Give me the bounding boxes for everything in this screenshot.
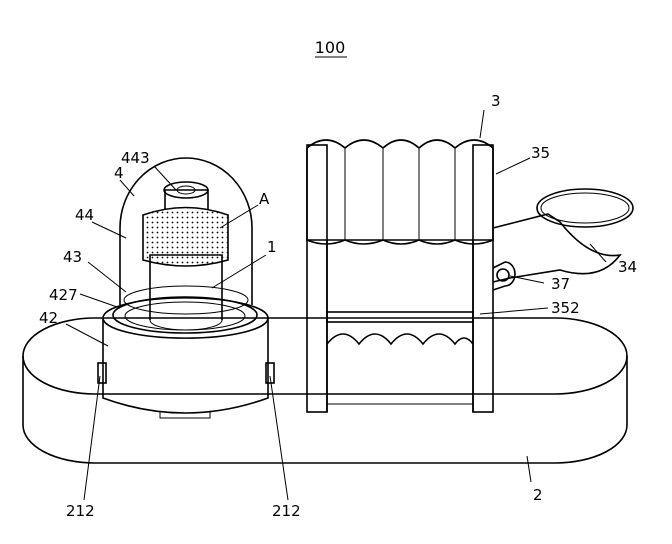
holder: [97, 157, 275, 419]
label-plunger: 1: [267, 238, 277, 256]
label-pivot: 37: [551, 275, 570, 293]
leader-lines: [65, 109, 607, 501]
label-detail: A: [259, 190, 270, 208]
stand-frame: [306, 139, 494, 413]
label-stand: 3: [491, 92, 501, 110]
label-holder: 4: [114, 164, 124, 182]
label-base: 2: [533, 486, 543, 504]
label-cap: 443: [121, 149, 150, 167]
label-clip-right: 212: [272, 502, 301, 520]
label-crossbar: 352: [551, 299, 580, 317]
label-collar: 427: [49, 286, 78, 304]
label-ring: 43: [63, 248, 82, 266]
base-plate: [22, 317, 628, 464]
label-cup: 34: [618, 258, 637, 276]
cup-arm: [492, 188, 634, 291]
label-clip-left: 212: [66, 502, 95, 520]
label-dome: 44: [75, 206, 94, 224]
figure-number: 100: [315, 38, 346, 57]
label-sleeve: 42: [39, 309, 58, 327]
labels: 3 35 34 37 352 4 443 A 1 44 43 427 42 21…: [39, 92, 637, 520]
label-frame: 35: [531, 144, 550, 162]
